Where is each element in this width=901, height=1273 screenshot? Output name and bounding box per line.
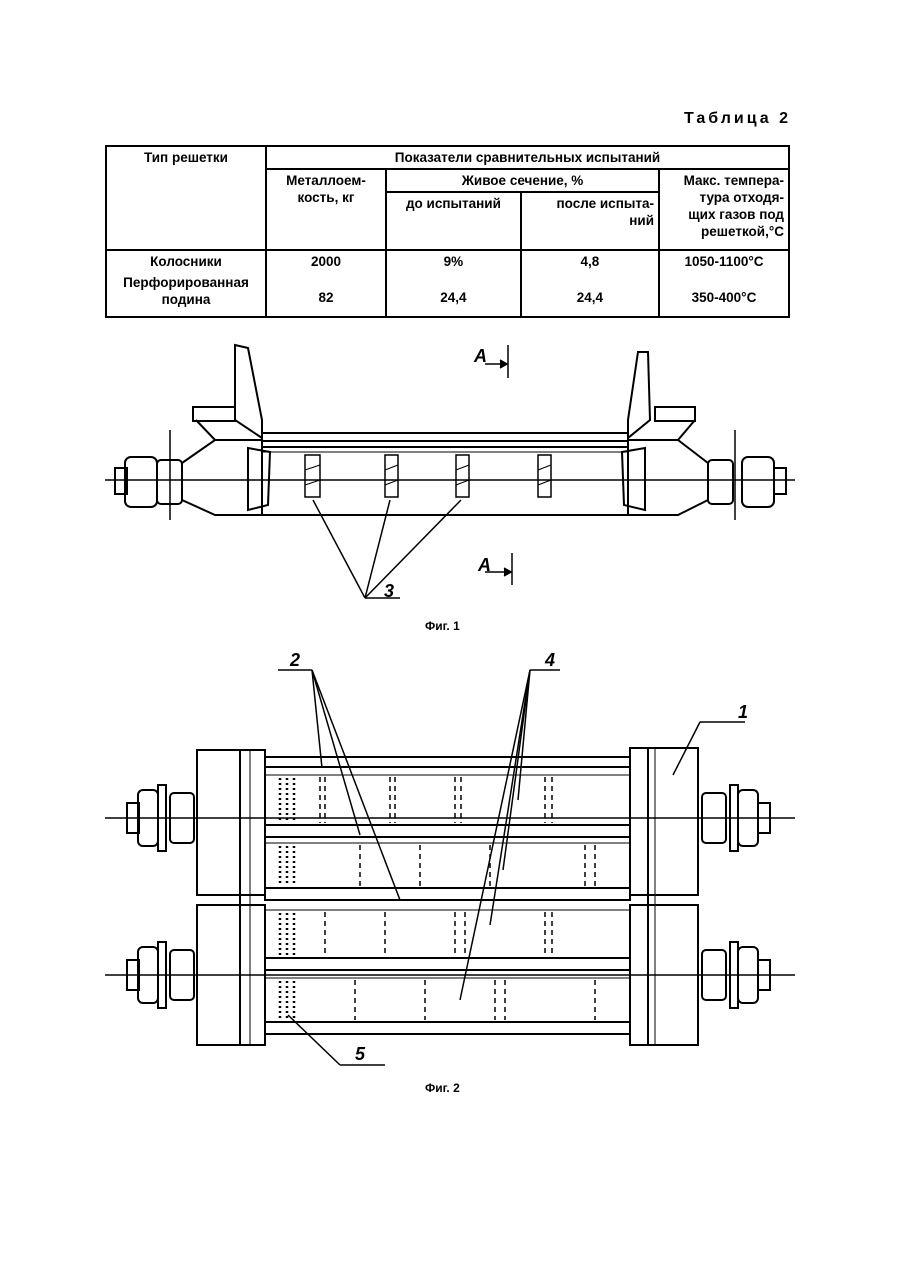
section-marker-top: [485, 345, 508, 378]
left-end-block: [197, 750, 265, 1045]
right-end-block: [630, 748, 698, 1045]
left-wheel: [115, 430, 182, 520]
hole-clusters: [280, 778, 294, 1019]
header-max-temp: Макс. темпера- тура отходя- щих газов по…: [659, 169, 789, 250]
cell-after: 24,4: [521, 272, 659, 317]
header-test-indicators: Показатели сравнительных испытаний: [266, 146, 789, 169]
table-caption: Таблица 2: [684, 110, 791, 128]
cell-temp: 1050-1100°С: [659, 250, 789, 272]
callout-4: 4: [544, 650, 555, 670]
figure-1-drawing: А А 3: [0, 330, 901, 630]
callout-leaders: [278, 670, 745, 1065]
cell-before: 9%: [386, 250, 521, 272]
figure-2-drawing: 2 4 1 5: [0, 640, 901, 1090]
cell-type: Перфорированная подина: [106, 272, 266, 317]
grate-frame: [248, 433, 645, 515]
right-wheel: [708, 430, 786, 520]
cell-after: 4,8: [521, 250, 659, 272]
header-live-section: Живое сечение, %: [386, 169, 659, 192]
left-bracket: [182, 345, 262, 515]
grate-bars: [305, 455, 551, 497]
callout-3: 3: [384, 581, 394, 601]
right-bracket: [628, 352, 708, 515]
callout-1: 1: [738, 702, 748, 722]
cell-metal: 2000: [266, 250, 386, 272]
callout-5: 5: [355, 1044, 366, 1064]
cell-metal: 82: [266, 272, 386, 317]
header-metal-intensity: Металлоем- кость, кг: [266, 169, 386, 250]
section-label-bottom: А: [477, 555, 491, 575]
cell-temp: 350-400°С: [659, 272, 789, 317]
header-after-test: после испыта- ний: [521, 192, 659, 250]
header-before-test: до испытаний: [386, 192, 521, 250]
comparison-table: Тип решетки Показатели сравнительных исп…: [105, 145, 790, 318]
header-grate-type: Тип решетки: [106, 146, 266, 250]
section-label-top: А: [473, 346, 487, 366]
perforation-marks: [320, 777, 595, 1020]
figure-2-caption: Фиг. 2: [425, 1081, 460, 1095]
table-header-row: Тип решетки Показатели сравнительных исп…: [106, 146, 789, 169]
callout-2: 2: [289, 650, 300, 670]
table-row: Перфорированная подина 82 24,4 24,4 350-…: [106, 272, 789, 317]
figure-1-caption: Фиг. 1: [425, 619, 460, 633]
cell-type: Колосники: [106, 250, 266, 272]
table-row: Колосники 2000 9% 4,8 1050-1100°С: [106, 250, 789, 272]
cell-before: 24,4: [386, 272, 521, 317]
